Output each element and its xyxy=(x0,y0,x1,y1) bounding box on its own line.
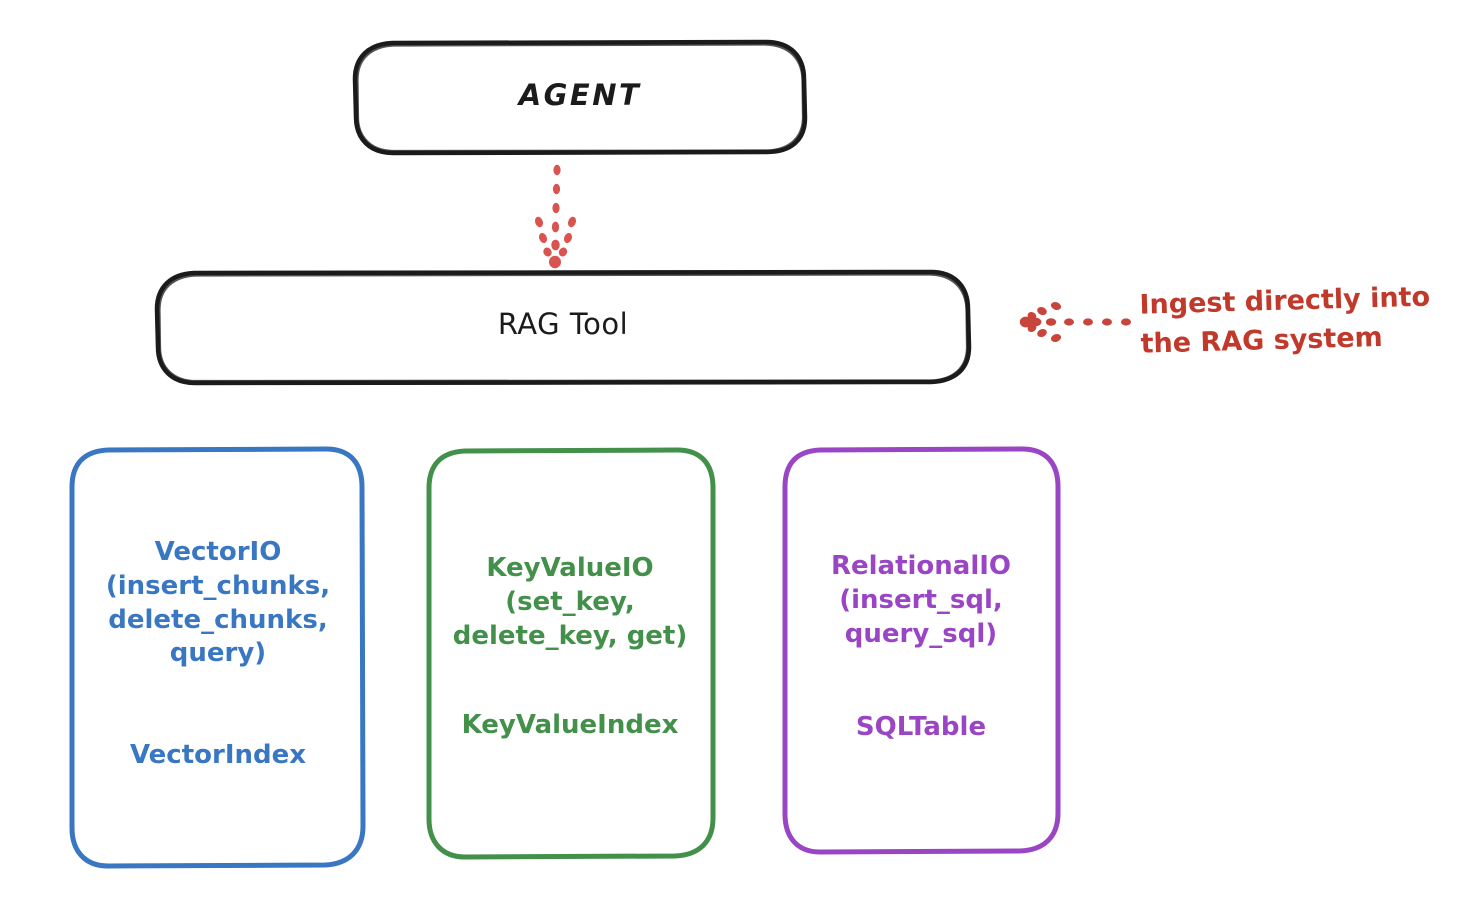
rag-tool-box-outline xyxy=(154,269,972,386)
connector-ingest-to-rag-tool xyxy=(1019,302,1131,342)
key-value-io-box-outline xyxy=(426,447,716,860)
node-vector-io[interactable] xyxy=(69,446,366,869)
node-relational-io[interactable] xyxy=(782,446,1061,855)
relational-io-box-outline xyxy=(782,446,1061,855)
agent-box-sketch-overlay xyxy=(356,43,805,153)
node-rag-tool[interactable] xyxy=(154,269,972,386)
node-agent[interactable] xyxy=(352,39,808,156)
rag-tool-box-sketch-overlay xyxy=(158,273,969,383)
node-key-value-io[interactable] xyxy=(426,447,716,860)
agent-box-outline xyxy=(352,39,808,156)
vector-io-box-outline xyxy=(69,446,366,869)
connector-agent-to-rag-tool xyxy=(534,164,577,269)
